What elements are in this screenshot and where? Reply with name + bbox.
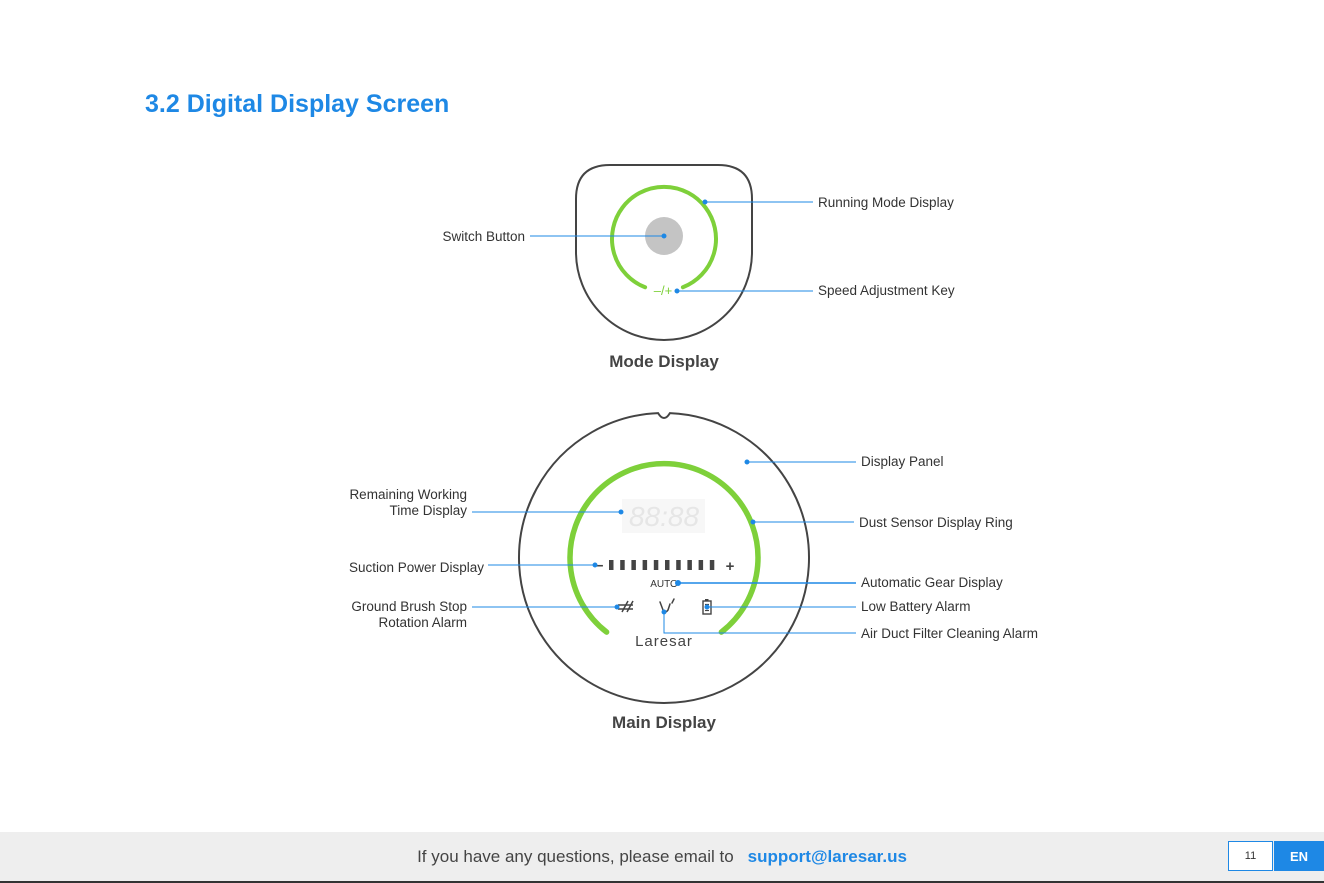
remaining-time-dot xyxy=(618,509,624,515)
low-battery-label: Low Battery Alarm xyxy=(861,599,971,614)
display-panel-label: Display Panel xyxy=(861,454,944,469)
power-bar xyxy=(653,560,659,570)
suction-power-dot xyxy=(592,562,598,568)
auto-gear-dot xyxy=(675,580,681,586)
speed-key-symbol[interactable]: –/+ xyxy=(654,283,672,298)
mode-display-caption: Mode Display xyxy=(609,352,719,371)
ground-brush-icon xyxy=(618,600,634,613)
speed-key-dot xyxy=(674,288,680,294)
power-plus-sign: + xyxy=(726,558,735,575)
display-diagram: –/+ Switch Button Running Mode Display S… xyxy=(349,164,1038,732)
speed-key-label: Speed Adjustment Key xyxy=(818,283,955,298)
power-bar xyxy=(631,560,636,570)
remaining-time-label-line2: Time Display xyxy=(389,503,467,518)
switch-button-dot xyxy=(661,233,667,239)
filter-alarm-label: Air Duct Filter Cleaning Alarm xyxy=(861,626,1038,641)
brand-logo-text: Laresar xyxy=(635,633,693,650)
power-bar xyxy=(609,560,614,570)
low-battery-dot xyxy=(704,604,710,610)
support-email-link[interactable]: support@laresar.us xyxy=(747,846,907,866)
running-mode-dot xyxy=(702,199,708,205)
display-panel-dot xyxy=(744,459,750,465)
display-panel-outline xyxy=(518,412,810,704)
power-bar xyxy=(687,560,692,570)
running-mode-ring xyxy=(610,184,718,290)
brush-alarm-dot xyxy=(614,604,620,610)
main-display-caption: Main Display xyxy=(612,713,716,732)
filter-alarm-dot xyxy=(661,609,667,615)
auto-gear-label: Automatic Gear Display xyxy=(861,575,1003,590)
suction-power-label: Suction Power Display xyxy=(349,560,484,575)
suction-power-bars xyxy=(609,560,715,570)
time-display-digits: 88:88 xyxy=(629,501,699,532)
brush-alarm-label-line2: Rotation Alarm xyxy=(378,615,467,630)
remaining-time-label-line1: Remaining Working xyxy=(349,487,467,502)
power-bar xyxy=(665,560,670,570)
language-badge: EN xyxy=(1274,841,1324,871)
power-bar xyxy=(676,560,681,570)
dust-ring-label: Dust Sensor Display Ring xyxy=(859,515,1013,530)
footer-contact: If you have any questions, please email … xyxy=(0,832,1324,881)
switch-button-label: Switch Button xyxy=(442,229,525,244)
section-title: 3.2 Digital Display Screen xyxy=(145,90,450,118)
page-number: 11 xyxy=(1228,841,1273,871)
power-minus-sign: – xyxy=(595,557,604,574)
dust-ring-dot xyxy=(750,519,756,525)
auto-gear-text: AUTO xyxy=(650,579,678,590)
power-bar xyxy=(642,560,648,570)
main-display-figure: 88:88 – + AUTO Laresar xyxy=(349,412,1038,732)
running-mode-label: Running Mode Display xyxy=(818,195,954,210)
dust-sensor-ring xyxy=(567,460,761,635)
footer-text: If you have any questions, please email … xyxy=(417,846,734,866)
brush-alarm-label-line1: Ground Brush Stop xyxy=(351,599,467,614)
power-bar xyxy=(709,560,715,570)
filter-alarm-leader xyxy=(663,612,856,634)
power-bar xyxy=(620,560,625,570)
mode-display-figure: –/+ Switch Button Running Mode Display S… xyxy=(442,164,955,371)
power-bar xyxy=(698,560,704,570)
time-display-screen xyxy=(622,499,705,533)
page-footer: If you have any questions, please email … xyxy=(0,832,1324,883)
